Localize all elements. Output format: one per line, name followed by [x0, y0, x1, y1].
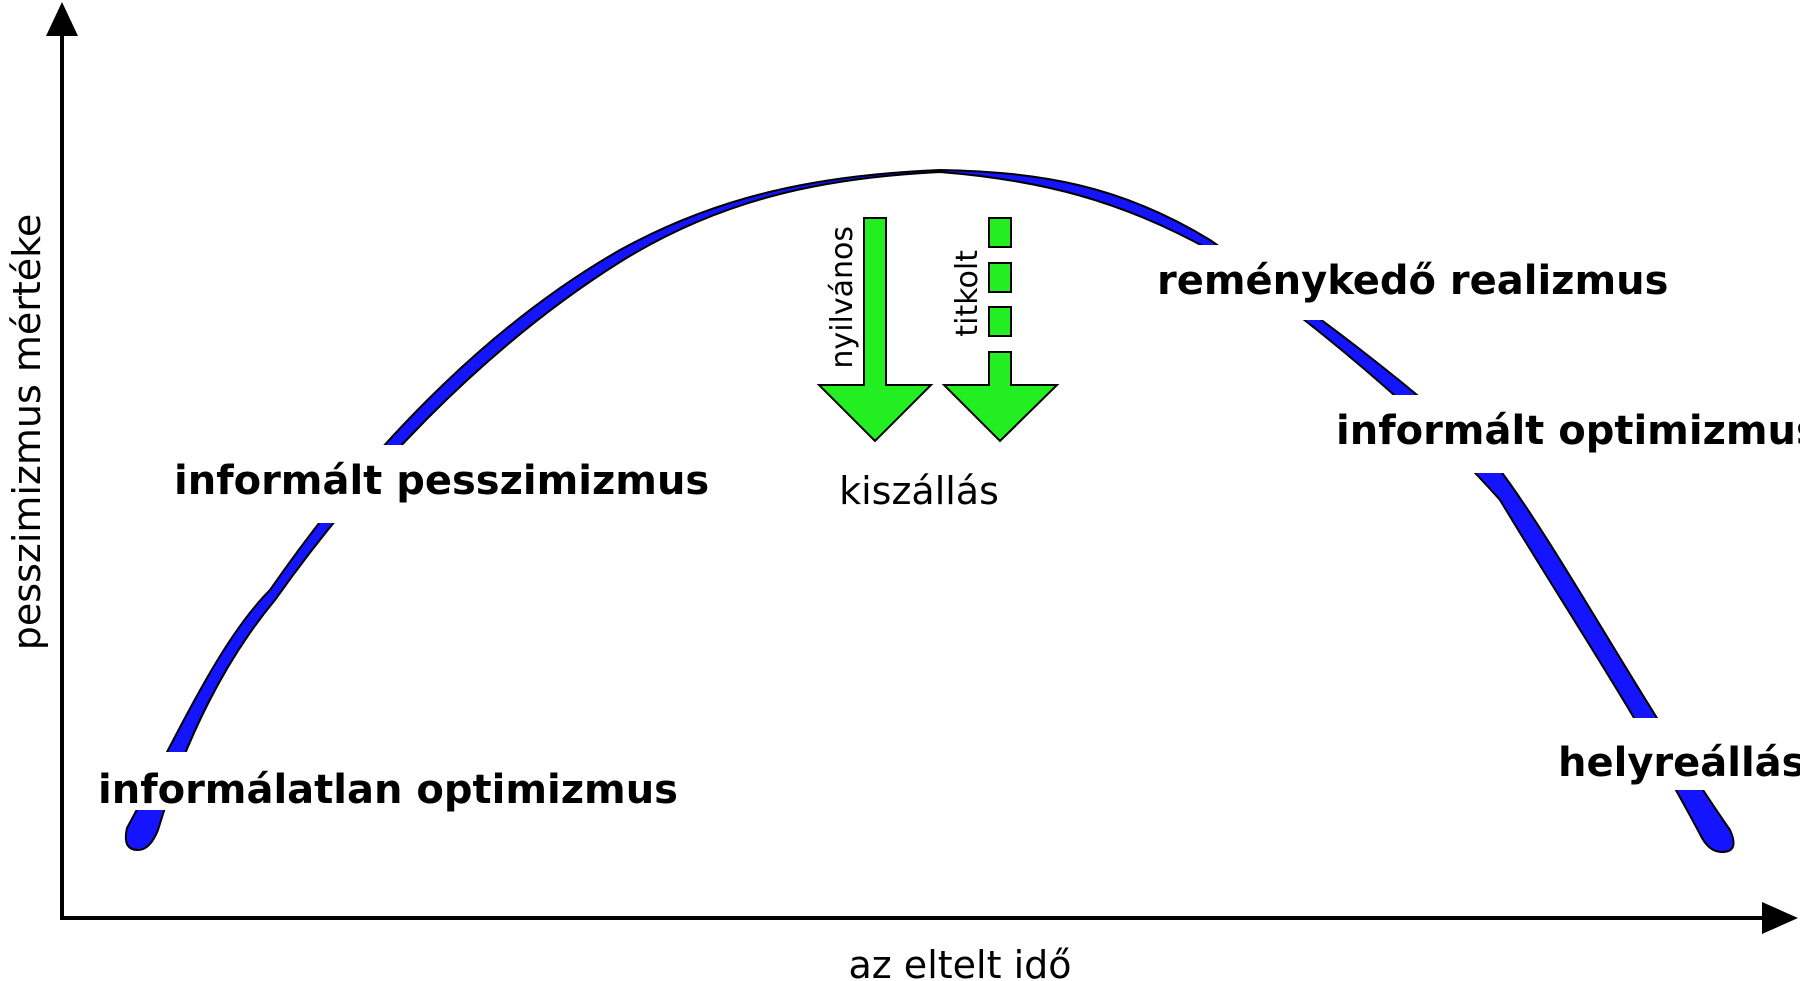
- label-bg-4: [1330, 395, 1800, 473]
- hidden-exit-dash-3: [988, 306, 1012, 337]
- label-bg-3: [1150, 245, 1660, 320]
- stage-label-recovery: helyreállás: [1558, 740, 1800, 786]
- hidden-exit-dash-1: [988, 217, 1012, 248]
- stage-label-uninformed-optimism: informálatlan optimizmus: [98, 767, 678, 813]
- exit-label: kiszállás: [839, 469, 999, 513]
- label-bg-2: [165, 445, 705, 523]
- public-exit-label: nyilvános: [825, 226, 860, 369]
- public-exit-arrow: [816, 217, 934, 443]
- hidden-exit-label: titkolt: [950, 250, 985, 337]
- hidden-exit-arrowhead: [941, 351, 1060, 443]
- y-axis-arrowhead: [46, 2, 78, 36]
- y-axis-label: pesszimizmus mértéke: [5, 214, 49, 650]
- stage-label-informed-pessimism: informált pesszimizmus: [174, 458, 709, 504]
- x-axis-label: az eltelt idő: [849, 943, 1072, 981]
- x-axis-arrowhead: [1762, 902, 1798, 934]
- label-bg-5: [1555, 718, 1800, 790]
- stage-label-hopeful-realism: reménykedő realizmus: [1157, 258, 1668, 304]
- label-bg-1: [95, 752, 655, 810]
- hidden-exit-dash-2: [988, 262, 1012, 293]
- stage-label-informed-optimism: informált optimizmus: [1336, 408, 1800, 454]
